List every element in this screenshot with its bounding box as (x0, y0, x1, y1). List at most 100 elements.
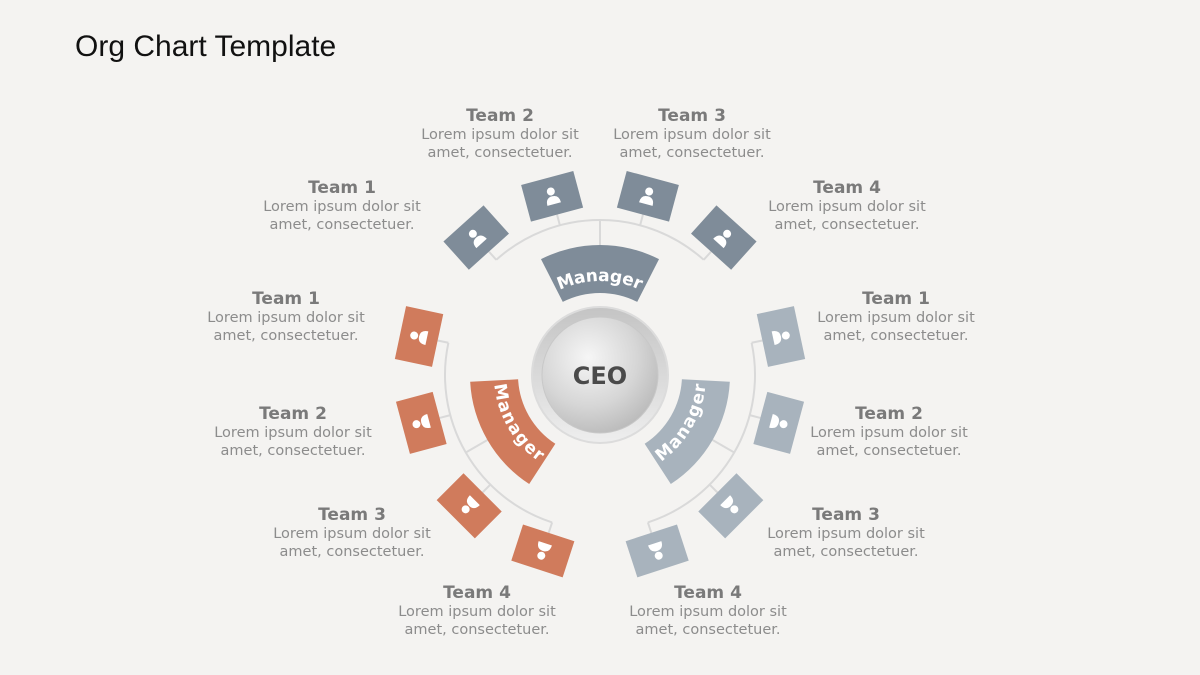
team-desc-line1: Lorem ipsum dolor sit (214, 425, 372, 441)
top-manager-band (540, 245, 660, 302)
person-icon (769, 414, 788, 429)
team-desc-line2: amet, consectetuer. (773, 544, 919, 560)
right-team-2-label: Team 2 Lorem ipsum dolor sit amet, conse… (779, 404, 999, 460)
team-desc-line1: Lorem ipsum dolor sit (810, 425, 968, 441)
top-team-1-label: Team 1 Lorem ipsum dolor sit amet, conse… (232, 178, 452, 234)
ceo-node[interactable]: CEO (531, 306, 669, 444)
left-team-2-node[interactable] (395, 391, 447, 454)
top-manager-node[interactable]: Manager (536, 245, 665, 302)
team-name: Team 1 (252, 289, 320, 309)
person-icon (720, 495, 739, 514)
top-team-4-node[interactable] (691, 205, 757, 270)
right-team-3-node[interactable] (698, 473, 764, 539)
team-connector (437, 339, 449, 344)
left-team-2-label: Team 2 Lorem ipsum dolor sit amet, conse… (183, 404, 403, 460)
right-team-3-label: Team 3 Lorem ipsum dolor sit amet, conse… (736, 505, 956, 561)
right-team-2-node[interactable] (753, 391, 805, 454)
team-name: Team 2 (466, 106, 534, 126)
top-team-2-node[interactable] (521, 170, 584, 222)
team-name: Team 3 (658, 106, 726, 126)
team-name: Team 3 (318, 505, 386, 525)
team-connector (439, 414, 451, 419)
team-name: Team 1 (308, 178, 376, 198)
top-team-3-node[interactable] (616, 170, 679, 222)
team-desc-line2: amet, consectetuer. (774, 217, 920, 233)
left-manager-band (470, 379, 556, 485)
left-team-3-label: Team 3 Lorem ipsum dolor sit amet, conse… (242, 505, 462, 561)
team-desc-line1: Lorem ipsum dolor sit (263, 199, 421, 215)
left-team-1-label: Team 1 Lorem ipsum dolor sit amet, conse… (176, 289, 396, 345)
right-team-4-label: Team 4 Lorem ipsum dolor sit amet, conse… (598, 583, 818, 639)
team-desc-line2: amet, consectetuer. (220, 443, 366, 459)
team-box (698, 473, 764, 539)
team-desc-line2: amet, consectetuer. (427, 145, 573, 161)
top-team-1-node[interactable] (443, 205, 509, 270)
team-connector (646, 522, 653, 534)
team-name: Team 4 (443, 583, 511, 603)
left-team-1-node[interactable] (394, 306, 444, 367)
person-icon (537, 541, 552, 560)
right-team-1-label: Team 1 Lorem ipsum dolor sit amet, conse… (786, 289, 1006, 345)
person-icon (410, 331, 429, 346)
person-icon (771, 331, 790, 346)
team-desc-line1: Lorem ipsum dolor sit (207, 310, 365, 326)
team-box (443, 205, 509, 270)
team-desc-line2: amet, consectetuer. (269, 217, 415, 233)
left-team-4-label: Team 4 Lorem ipsum dolor sit amet, conse… (367, 583, 587, 639)
team-connector (547, 522, 554, 534)
team-connector (556, 214, 561, 226)
team-name: Team 1 (862, 289, 930, 309)
right-manager-stem (712, 439, 735, 454)
team-desc-line1: Lorem ipsum dolor sit (273, 526, 431, 542)
team-name: Team 4 (674, 583, 742, 603)
team-name: Team 4 (813, 178, 881, 198)
left-manager-stem (465, 439, 488, 454)
right-manager-node[interactable]: Manager (634, 358, 730, 485)
team-desc-line1: Lorem ipsum dolor sit (421, 127, 579, 143)
team-connector (488, 250, 498, 261)
team-desc-line1: Lorem ipsum dolor sit (768, 199, 926, 215)
slide-title: Org Chart Template (75, 30, 337, 63)
top-team-2-label: Team 2 Lorem ipsum dolor sit amet, conse… (390, 106, 610, 162)
team-desc-line2: amet, consectetuer. (279, 544, 425, 560)
left-connector-arc (444, 342, 553, 524)
team-connector (749, 414, 761, 419)
team-desc-line1: Lorem ipsum dolor sit (398, 604, 556, 620)
team-desc-line1: Lorem ipsum dolor sit (613, 127, 771, 143)
person-icon (412, 414, 431, 429)
team-name: Team 3 (812, 505, 880, 525)
top-team-3-label: Team 3 Lorem ipsum dolor sit amet, conse… (582, 106, 802, 162)
team-desc-line1: Lorem ipsum dolor sit (817, 310, 975, 326)
person-icon (713, 229, 732, 249)
team-desc-line2: amet, consectetuer. (823, 328, 969, 344)
ceo-label: CEO (573, 362, 627, 390)
top-team-4-label: Team 4 Lorem ipsum dolor sit amet, conse… (737, 178, 957, 234)
team-connector (751, 339, 763, 344)
person-icon (639, 187, 654, 206)
person-icon (461, 495, 480, 514)
team-desc-line2: amet, consectetuer. (619, 145, 765, 161)
team-box (436, 473, 502, 539)
team-connector (639, 214, 644, 226)
team-connector (481, 483, 492, 494)
right-team-4-node[interactable] (625, 524, 689, 578)
team-desc-line2: amet, consectetuer. (404, 622, 550, 638)
team-box (756, 306, 806, 367)
team-desc-line1: Lorem ipsum dolor sit (767, 526, 925, 542)
team-desc-line1: Lorem ipsum dolor sit (629, 604, 787, 620)
left-team-4-node[interactable] (511, 524, 575, 578)
person-icon (468, 229, 487, 249)
right-team-1-node[interactable] (756, 306, 806, 367)
person-icon (546, 187, 561, 206)
team-desc-line2: amet, consectetuer. (635, 622, 781, 638)
team-desc-line2: amet, consectetuer. (213, 328, 359, 344)
team-connector (708, 483, 719, 494)
team-name: Team 2 (855, 404, 923, 424)
left-team-3-node[interactable] (436, 473, 502, 539)
person-icon (648, 541, 663, 560)
team-name: Team 2 (259, 404, 327, 424)
ceo-circle (541, 316, 659, 434)
right-manager-band (644, 379, 730, 485)
team-connector (702, 250, 712, 261)
